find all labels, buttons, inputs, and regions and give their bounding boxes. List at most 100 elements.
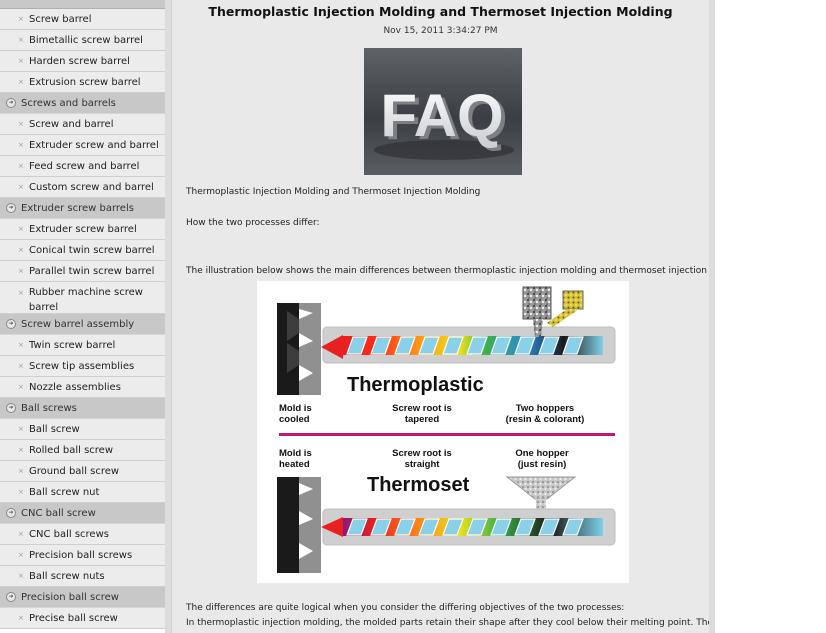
sidebar-link-label[interactable]: Ball screw xyxy=(29,423,80,435)
sidebar-item[interactable]: × Feed screw and barrel xyxy=(0,156,165,177)
paragraph-thermoplastic: In thermoplastic injection molding, the … xyxy=(186,618,709,628)
sidebar-item[interactable]: ×Ground ball screw xyxy=(0,461,165,482)
sidebar-item[interactable]: × Screw and barrel xyxy=(0,114,165,135)
sidebar-item[interactable]: × Precision ball screws xyxy=(0,545,165,566)
top-screw-flights xyxy=(346,336,584,355)
sidebar-link-label[interactable]: Ball screws xyxy=(21,402,77,414)
bullet-x-icon: × xyxy=(18,551,24,559)
sidebar-item[interactable]: × Ball screw nuts xyxy=(0,566,165,587)
sidebar-link-label[interactable]: Bimetallic screw barrel xyxy=(29,34,143,46)
sidebar-item[interactable]: ×Twin screw barrel xyxy=(0,335,165,356)
bullet-x-icon: × xyxy=(18,362,24,370)
bullet-x-icon: × xyxy=(18,162,24,170)
sidebar-link-label[interactable]: Screws and barrels xyxy=(21,97,116,109)
sidebar-item[interactable]: ×Bimetallic screw barrel xyxy=(0,30,165,51)
sidebar-link-label[interactable]: Nozzle assemblies xyxy=(29,381,121,393)
bullet-x-icon: × xyxy=(18,289,24,297)
bullet-x-icon: × xyxy=(18,614,24,622)
bot-mold-black xyxy=(277,477,299,573)
top-mold-label-2: cooled xyxy=(279,414,310,425)
bot-mold-gray xyxy=(299,477,321,573)
bot-root-label-1: Screw root is xyxy=(392,448,452,459)
sidebar-category[interactable]: ➜Screw barrel assembly xyxy=(0,314,165,335)
sidebar-link-label[interactable]: Screw and barrel xyxy=(29,118,114,130)
article-content: Thermoplastic Injection Molding and Ther… xyxy=(171,0,709,633)
bot-mold-label-2: heated xyxy=(279,459,310,470)
sidebar-link-label[interactable]: Extruder screw barrels xyxy=(21,202,134,214)
sidebar-item[interactable]: × Screw tip assemblies xyxy=(0,356,165,377)
sidebar-item[interactable]: ×Screw barrel xyxy=(0,9,165,30)
sidebar-link-label[interactable]: Precision ball screws xyxy=(29,549,133,561)
sidebar-item[interactable]: × Harden screw barrel xyxy=(0,51,165,72)
sidebar-link-label[interactable]: Conical twin screw barrel xyxy=(29,244,155,256)
sidebar-item[interactable]: ×Extruder screw and barrel xyxy=(0,135,165,156)
right-gutter xyxy=(709,0,715,633)
sidebar-item[interactable]: × Precise ball screw xyxy=(0,608,165,629)
sidebar-link-label[interactable]: Screw barrel xyxy=(29,13,92,25)
bullet-x-icon: × xyxy=(18,183,24,191)
sidebar-link-label[interactable]: Extruder screw and barrel xyxy=(29,139,159,151)
sidebar-link-label[interactable]: Extruder screw barrel xyxy=(29,223,137,235)
sidebar-link-label[interactable]: Parallel twin screw barrel xyxy=(29,265,155,277)
bullet-x-icon: × xyxy=(18,120,24,128)
sidebar-link-label[interactable]: CNC ball screw xyxy=(21,507,96,519)
sidebar-link-label[interactable]: Screw barrel assembly xyxy=(21,318,135,330)
bullet-x-icon: × xyxy=(18,246,24,254)
sidebar-link-label[interactable]: Feed screw and barrel xyxy=(29,160,140,172)
sidebar-category[interactable]: ➜Extruder screw barrels xyxy=(0,198,165,219)
paragraph-differ: How the two processes differ: xyxy=(186,218,320,228)
sidebar-link-label[interactable]: Ball screw nut xyxy=(29,486,100,498)
top-root-label-2: tapered xyxy=(405,414,440,425)
bot-hopper-label-1: One hopper xyxy=(515,448,569,459)
sidebar-item[interactable]: ×Extruder screw barrel xyxy=(0,219,165,240)
arrow-circle-icon: ➜ xyxy=(6,508,16,518)
arrow-circle-icon: ➜ xyxy=(6,592,16,602)
sidebar-item[interactable]: ×CNC ball screws xyxy=(0,524,165,545)
right-whitespace xyxy=(715,0,826,633)
faq-text: FAQ xyxy=(380,82,503,149)
paragraph-differences: The differences are quite logical when y… xyxy=(186,603,625,613)
sidebar-category[interactable]: ➜ Ball screws xyxy=(0,398,165,419)
diagram-divider xyxy=(279,433,615,436)
sidebar-link-label[interactable]: Ground ball screw xyxy=(29,465,120,477)
sidebar-link-label[interactable]: Harden screw barrel xyxy=(29,55,130,67)
paragraph-intro: Thermoplastic Injection Molding and Ther… xyxy=(186,187,481,197)
sidebar-item[interactable]: × Extrusion screw barrel xyxy=(0,72,165,93)
sidebar-category[interactable]: ➜ Precision ball screw xyxy=(0,587,165,608)
left-gutter xyxy=(165,0,171,633)
top-root-label-1: Screw root is xyxy=(392,403,452,414)
sidebar-item[interactable]: × Custom screw and barrel xyxy=(0,177,165,198)
sidebar-item[interactable]: × Rubber machine screw barrel xyxy=(0,282,165,314)
article-date: Nov 15, 2011 3:34:27 PM xyxy=(383,26,498,36)
top-hopper-label-1: Two hoppers xyxy=(516,403,574,414)
sidebar-link-label[interactable]: CNC ball screws xyxy=(29,528,109,540)
sidebar-nav: ×Screw barrel×Bimetallic screw barrel×Ha… xyxy=(0,0,165,633)
sidebar-item[interactable]: ×Parallel twin screw barrel xyxy=(0,261,165,282)
top-mold-gray xyxy=(299,303,321,395)
sidebar-link-label[interactable]: Custom screw and barrel xyxy=(29,181,154,193)
bullet-x-icon: × xyxy=(18,425,24,433)
sidebar-link-label[interactable]: Extrusion screw barrel xyxy=(29,76,141,88)
sidebar-link-label[interactable]: Twin screw barrel xyxy=(29,339,116,351)
sidebar-link-label[interactable]: Screw tip assemblies xyxy=(29,360,135,372)
bullet-x-icon: × xyxy=(18,488,24,496)
bullet-x-icon: × xyxy=(18,383,24,391)
arrow-circle-icon: ➜ xyxy=(6,403,16,413)
sidebar-link-label[interactable]: Rubber machine screw barrel xyxy=(28,287,143,313)
sidebar-link-label[interactable]: Ball screw nuts xyxy=(29,570,105,582)
paragraph-illustration: The illustration below shows the main di… xyxy=(186,266,709,276)
sidebar-category[interactable]: ➜ CNC ball screw xyxy=(0,503,165,524)
bullet-x-icon: × xyxy=(18,572,24,580)
top-mold-black xyxy=(277,303,299,395)
bullet-x-icon: × xyxy=(18,57,24,65)
bullet-x-icon: × xyxy=(18,78,24,86)
sidebar-item[interactable]: × Ball screw nut xyxy=(0,482,165,503)
sidebar-item[interactable]: ×Rolled ball screw xyxy=(0,440,165,461)
sidebar-link-label[interactable]: Rolled ball screw xyxy=(29,444,113,456)
sidebar-category[interactable]: ➜Screws and barrels xyxy=(0,93,165,114)
sidebar-link-label[interactable]: Precision ball screw xyxy=(21,591,119,603)
sidebar-link-label[interactable]: Precise ball screw xyxy=(29,612,118,624)
sidebar-item[interactable]: × Nozzle assemblies xyxy=(0,377,165,398)
sidebar-item[interactable]: × Ball screw xyxy=(0,419,165,440)
sidebar-item[interactable]: × Conical twin screw barrel xyxy=(0,240,165,261)
